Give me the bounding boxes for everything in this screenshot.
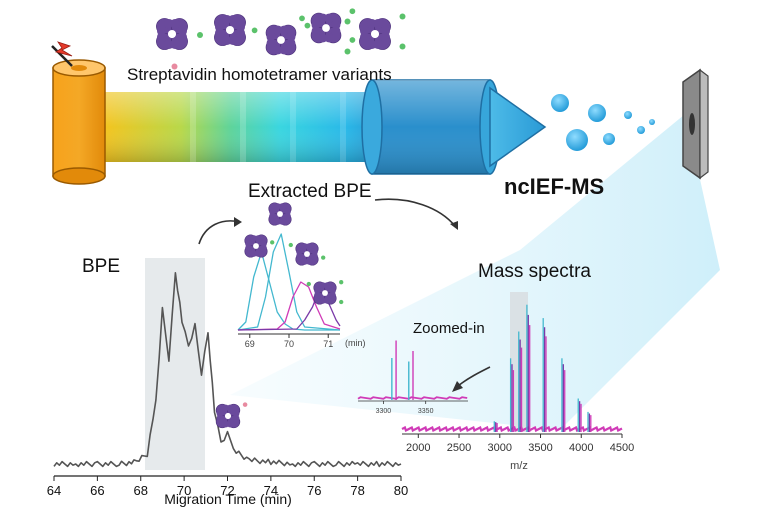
extracted-trace-3 <box>237 281 341 331</box>
arrow-to-mass-spectra-head <box>450 221 458 230</box>
mass-tick-label: 2000 <box>406 442 430 454</box>
extracted-unit: (min) <box>345 338 366 348</box>
bpe-trace <box>53 271 402 468</box>
extracted-trace-1 <box>237 251 340 331</box>
zoomed-label: Zoomed-in <box>413 320 485 337</box>
bpe-tick-label: 70 <box>177 483 191 498</box>
bpe-xlabel: Migration Time (min) <box>164 491 292 507</box>
method-title: ncIEF-MS <box>504 174 604 199</box>
zoom-tick-label: 3300 <box>376 408 392 415</box>
extracted-tick-label: 70 <box>284 339 294 349</box>
protein-icon-6 <box>215 402 248 429</box>
bpe-tick-label: 68 <box>134 483 148 498</box>
protein-icon-10 <box>306 280 344 305</box>
mass-tick-label: 2500 <box>447 442 471 454</box>
arrows <box>198 198 491 392</box>
capillary <box>100 92 390 162</box>
emitter-tip <box>489 86 547 168</box>
bpe-tick-label: 74 <box>264 483 278 498</box>
bpe-highlight <box>145 258 205 470</box>
ms-beam <box>230 110 720 430</box>
protein-icon-3 <box>251 22 311 56</box>
arrow-to-zoomed-head <box>452 381 463 392</box>
arrow-to-mass-spectra <box>374 198 456 227</box>
bpe-label: BPE <box>82 256 120 277</box>
mass-tick-label: 3500 <box>528 442 552 454</box>
spray-droplets <box>551 94 655 151</box>
extracted-tick-label: 71 <box>323 339 333 349</box>
electrode-icon <box>51 41 73 67</box>
sheath-sleeve <box>361 79 501 175</box>
mass-tick-label: 4500 <box>610 442 634 454</box>
protein-icon-2 <box>197 14 246 46</box>
arrow-to-zoomed <box>457 366 491 387</box>
arrow-to-extracted <box>198 220 241 245</box>
arrow-to-extracted-head <box>234 217 242 227</box>
mass-tick-label: 3000 <box>488 442 512 454</box>
bpe-tick-label: 72 <box>220 483 234 498</box>
mass-tick-label: 4000 <box>569 442 593 454</box>
extracted-trace-2 <box>237 233 341 331</box>
protein-icon-5 <box>344 13 406 55</box>
bpe-tick-label: 78 <box>350 483 364 498</box>
protein-icon-1 <box>156 18 188 70</box>
mass-spectrum-chart: 2000 2500 3000 3500 4000 4500 m/z <box>401 292 634 472</box>
extracted-inset: 69 70 71 (min) <box>237 233 366 349</box>
protein-icon-4 <box>299 8 356 44</box>
extracted-tick-label: 69 <box>245 339 255 349</box>
protein-icon-minor-peak <box>215 402 248 429</box>
bpe-tick-label: 80 <box>394 483 408 498</box>
capillary-title: Streptavidin homotetramer variants <box>127 65 392 84</box>
extracted-label: Extracted BPE <box>248 181 372 202</box>
bpe-chart: 64 66 68 70 72 74 76 78 80 Migration Time (min) <box>47 258 408 507</box>
ms-inlet <box>682 68 709 180</box>
capillary-inlet-vial <box>52 59 106 185</box>
mass-spectra-label: Mass spectra <box>478 261 591 282</box>
bpe-tick-label: 76 <box>307 483 321 498</box>
zoomed-inset: 3300 3350 <box>357 340 468 415</box>
zoom-tick-label: 3350 <box>418 408 434 415</box>
protein-icon-8 <box>244 234 275 258</box>
protein-icon-7 <box>268 202 292 226</box>
protein-icon-9 <box>288 242 326 266</box>
bpe-tick-label: 66 <box>90 483 104 498</box>
bpe-tick-label: 64 <box>47 483 61 498</box>
protein-icons-extracted <box>244 202 344 305</box>
protein-icons <box>156 8 406 70</box>
mass-xlabel: m/z <box>510 460 528 472</box>
